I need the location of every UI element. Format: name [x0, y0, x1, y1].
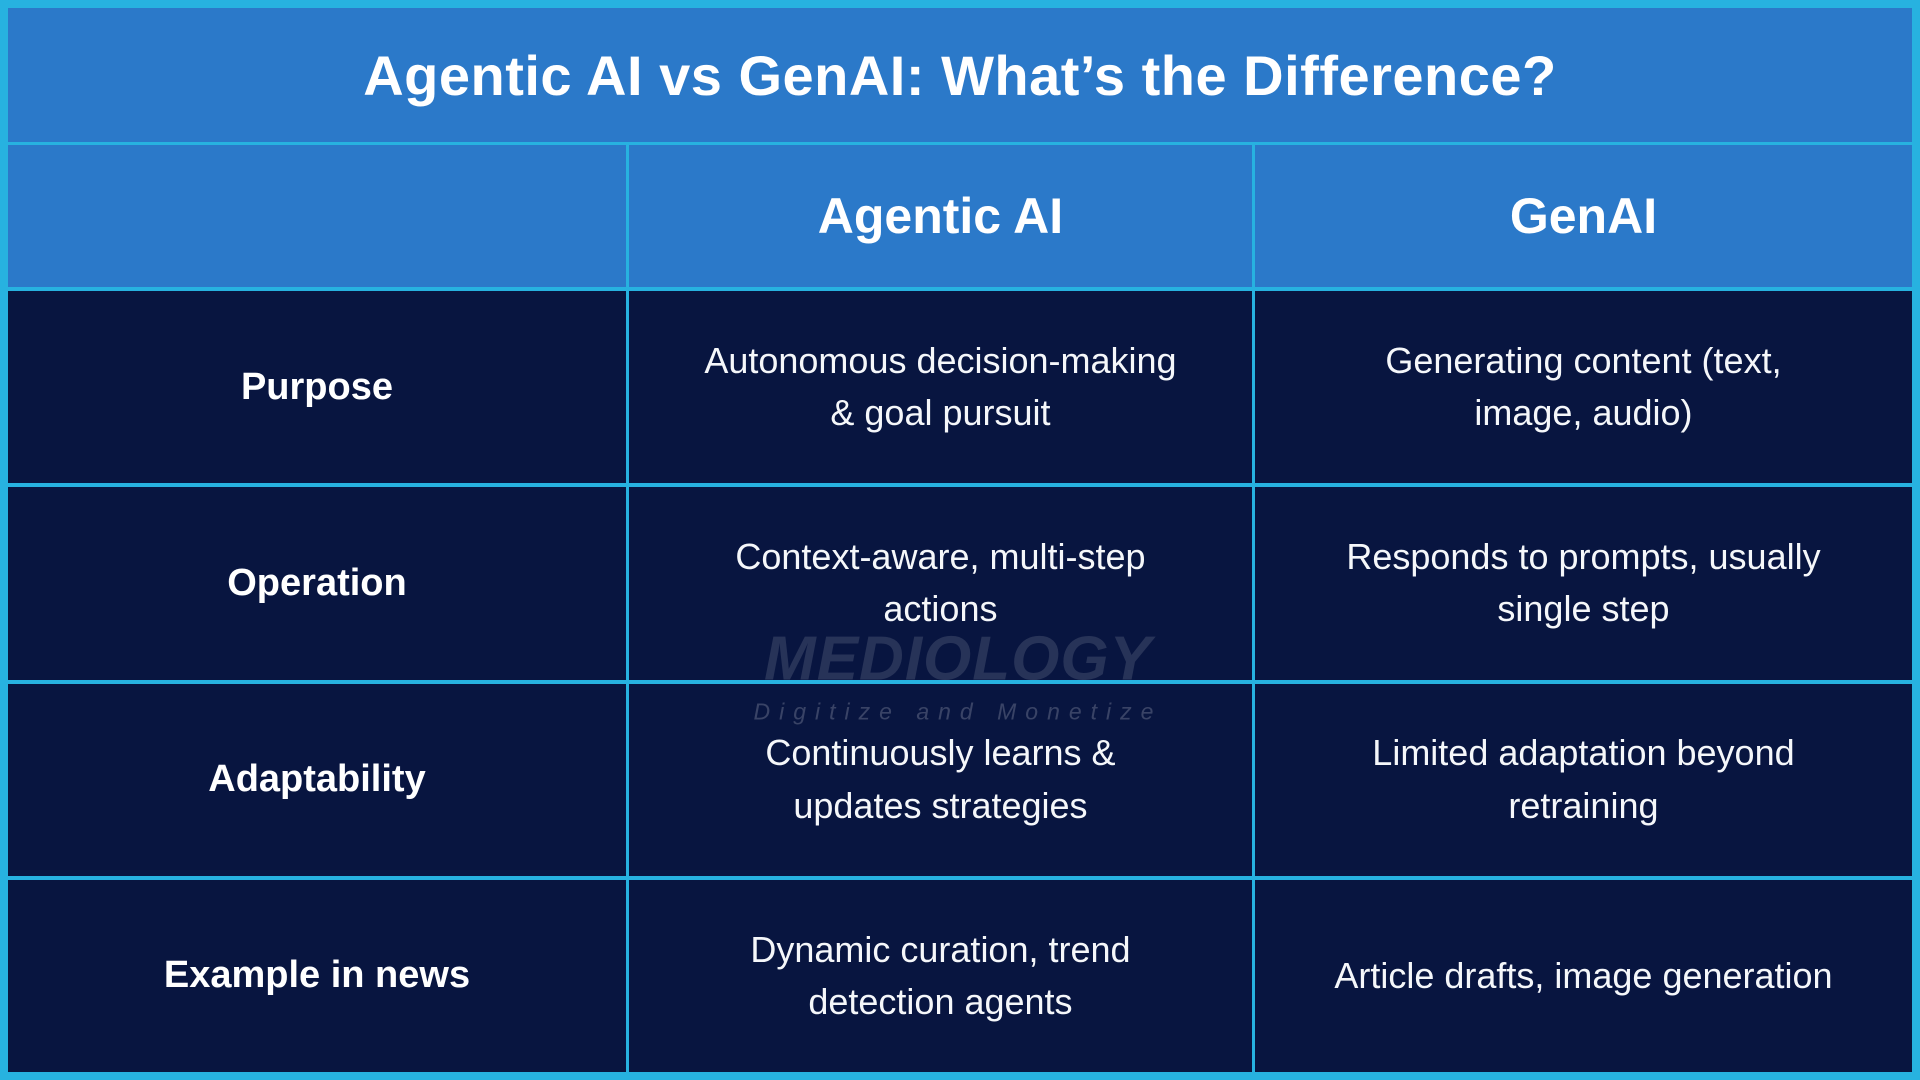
header-cell-agentic-ai: Agentic AI	[628, 145, 1252, 287]
table-row-adaptability: Adaptability Continuously learns & updat…	[8, 683, 1912, 876]
cell-adaptability-genai: Limited adaptation beyond retraining	[1254, 683, 1912, 876]
table-header-row: Agentic AI GenAI	[8, 145, 1912, 287]
table-row-operation: Operation Context-aware, multi-step acti…	[8, 487, 1912, 680]
title-bar: Agentic AI vs GenAI: What’s the Differen…	[8, 8, 1912, 142]
row-label-example-in-news: Example in news	[8, 879, 626, 1072]
row-label-purpose: Purpose	[8, 291, 626, 484]
header-cell-genai: GenAI	[1254, 145, 1912, 287]
cell-example-agentic: Dynamic curation, trend detection agents	[628, 879, 1252, 1072]
cell-example-genai: Article drafts, image generation	[1254, 879, 1912, 1072]
table-body: Purpose Autonomous decision-making & goa…	[8, 291, 1912, 1072]
row-label-operation: Operation	[8, 487, 626, 680]
row-label-adaptability: Adaptability	[8, 683, 626, 876]
page-title: Agentic AI vs GenAI: What’s the Differen…	[363, 43, 1557, 107]
table-row-purpose: Purpose Autonomous decision-making & goa…	[8, 291, 1912, 484]
header-cell-empty	[8, 145, 626, 287]
cell-purpose-agentic: Autonomous decision-making & goal pursui…	[628, 291, 1252, 484]
cell-operation-agentic: Context-aware, multi-step actions	[628, 487, 1252, 680]
cell-adaptability-agentic: Continuously learns & updates strategies	[628, 683, 1252, 876]
table-row-example-in-news: Example in news Dynamic curation, trend …	[8, 879, 1912, 1072]
cell-operation-genai: Responds to prompts, usually single step	[1254, 487, 1912, 680]
cell-purpose-genai: Generating content (text, image, audio)	[1254, 291, 1912, 484]
